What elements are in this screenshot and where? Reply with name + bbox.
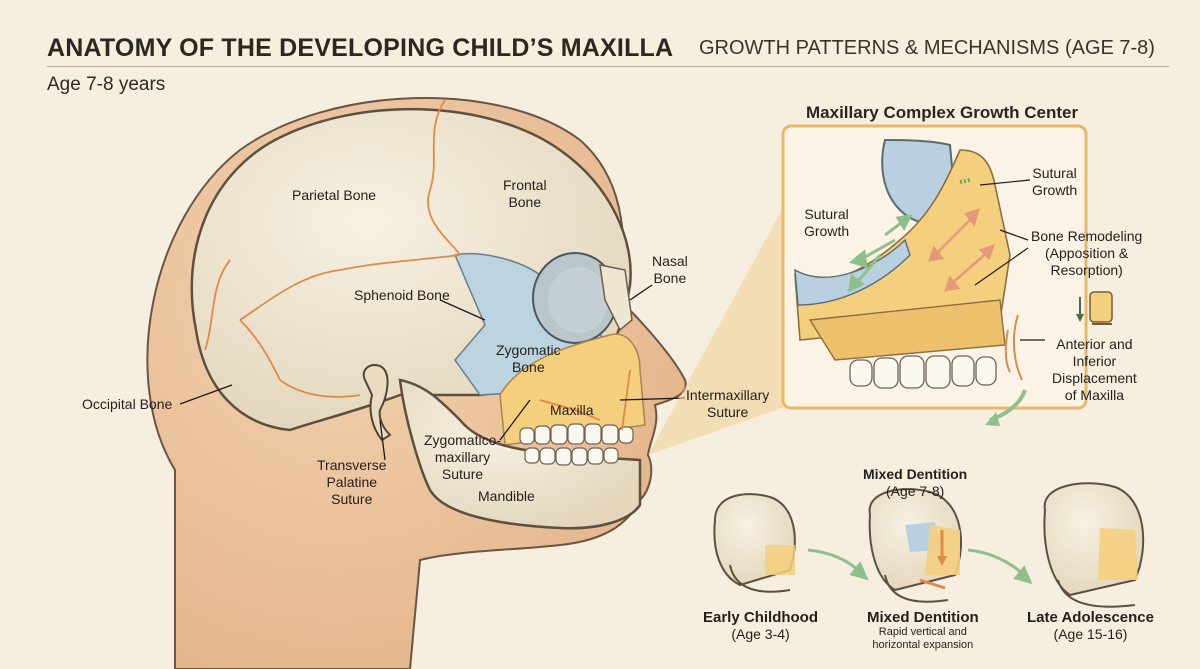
inset-blue-plate — [794, 238, 911, 306]
upper-teeth — [519, 423, 634, 445]
inset-title: Maxillary Complex Growth Center — [806, 103, 1079, 122]
stage-skull-mixed — [868, 488, 962, 603]
leader-lines — [179, 284, 686, 461]
inset-leaders — [974, 179, 1045, 341]
age-caption: Age 7-8 years — [47, 74, 166, 95]
label-parietal-bone: Parietal Bone — [292, 187, 377, 203]
stage-top-label: Mixed Dentition (Age 7-8) — [863, 466, 968, 499]
stage-skull-late — [1043, 482, 1145, 608]
inset-displacement-arrows — [1004, 314, 1023, 381]
inset-teeth — [849, 355, 997, 389]
label-maxilla: Maxilla — [550, 402, 594, 418]
inset-remodel-arrows — [928, 208, 995, 292]
inset-growth-arrows — [848, 214, 913, 293]
label-bone-remodeling: Bone Remodeling(Apposition &Resorption) — [1031, 228, 1143, 278]
inset-connector — [648, 195, 790, 455]
page-title: ANATOMY OF THE DEVELOPING CHILD’S MAXILL… — [47, 34, 674, 62]
label-mandible: Mandible — [478, 488, 535, 504]
inset-sutural-dots — [959, 178, 971, 184]
stage-mixed-dentition: Mixed Dentition Rapid vertical and horiz… — [867, 609, 979, 651]
stage-skull-early — [713, 493, 796, 593]
maxilla-region — [499, 333, 646, 446]
mandible-region — [398, 378, 642, 530]
cranial-sutures — [204, 99, 631, 431]
nasal-region — [599, 264, 633, 332]
stage-early-childhood: Early Childhood (Age 3-4) — [703, 609, 819, 642]
stage-late-adolescence: Late Adolescence (Age 15-16) — [1027, 609, 1154, 642]
label-sphenoid-bone: Sphenoid Bone — [354, 287, 450, 303]
stage-arrows — [807, 548, 1033, 585]
page-subtitle: GROWTH PATTERNS & MECHANISMS (AGE 7-8) — [699, 37, 1155, 59]
header-divider — [47, 66, 1169, 67]
label-occipital-bone: Occipital Bone — [82, 396, 173, 412]
ear-process — [362, 364, 392, 442]
displacement-legend-icon — [1076, 291, 1113, 325]
lower-teeth — [524, 447, 619, 466]
